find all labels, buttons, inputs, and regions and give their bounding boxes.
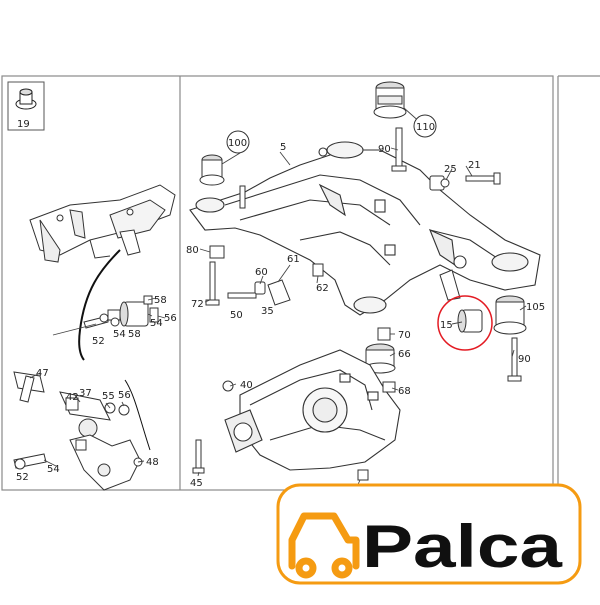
- part-label-45: 45: [190, 478, 203, 489]
- part-label-25a: 25: [444, 164, 457, 175]
- part-label-110: 110: [416, 122, 435, 133]
- part-label-5: 5: [280, 142, 286, 153]
- part-label-100: 100: [228, 138, 247, 149]
- part-label-100-group: 100: [226, 130, 250, 154]
- part-label-58a: 58: [154, 295, 167, 306]
- part-label-56a: 56: [164, 313, 177, 324]
- part-label-90a: 90: [378, 144, 391, 155]
- brand-name: Palca: [362, 513, 563, 580]
- part-label-72: 72: [191, 299, 204, 310]
- leader-lines: [29, 107, 527, 499]
- part-label-54b: 54: [113, 329, 126, 340]
- part-label-15: 15: [440, 320, 453, 331]
- part-label-110-group: 110: [413, 114, 437, 138]
- part-label-90b: 90: [518, 354, 531, 365]
- part-label-68: 68: [398, 386, 411, 397]
- part-label-105: 105: [526, 302, 545, 313]
- part-label-47: 47: [36, 368, 49, 379]
- part-label-21: 21: [468, 160, 481, 171]
- subframe: [189, 141, 541, 316]
- plug-icon: [15, 88, 37, 110]
- part-label-35: 35: [261, 306, 274, 317]
- part-label-58b: 58: [128, 329, 141, 340]
- part-label-54c: 54: [47, 464, 60, 475]
- car-icon: [288, 512, 360, 579]
- left-bushing-assembly: [83, 295, 159, 329]
- bolts: [192, 127, 522, 474]
- part-label-60: 60: [255, 267, 268, 278]
- diagram-frame: [1, 75, 600, 491]
- left-link-curve: [78, 249, 151, 451]
- part-label-54a: 54: [150, 318, 163, 329]
- part-label-42: 42: [66, 392, 79, 403]
- part-label-66: 66: [398, 349, 411, 360]
- part-label-62: 62: [316, 283, 329, 294]
- bushing-15: [439, 269, 483, 333]
- brand-badge: Palca: [276, 483, 582, 585]
- mount-110: [373, 81, 407, 119]
- left-lower-assembly: [13, 371, 143, 491]
- part-label-48: 48: [146, 457, 159, 468]
- mount-105: [493, 295, 527, 335]
- part-19-inset: [7, 81, 45, 131]
- part-label-37: 37: [79, 388, 92, 399]
- highlight-ring-15: [437, 295, 493, 351]
- part-label-70: 70: [398, 330, 411, 341]
- part-label-19: 19: [17, 119, 30, 130]
- part-label-80: 80: [186, 245, 199, 256]
- part-number-labels: 19 5 100 110 90 25 21 80 61 60 62 72 50 …: [16, 114, 545, 505]
- part-label-40: 40: [240, 380, 253, 391]
- part-label-52b: 52: [16, 472, 29, 483]
- left-subframe-detail: [29, 184, 176, 263]
- part-label-50: 50: [230, 310, 243, 321]
- part-label-52a: 52: [92, 336, 105, 347]
- part-label-61: 61: [287, 254, 300, 265]
- part-label-56b: 56: [118, 390, 131, 401]
- differential-housing: [224, 349, 401, 471]
- mount-100: [199, 154, 225, 186]
- part-label-55: 55: [102, 391, 115, 402]
